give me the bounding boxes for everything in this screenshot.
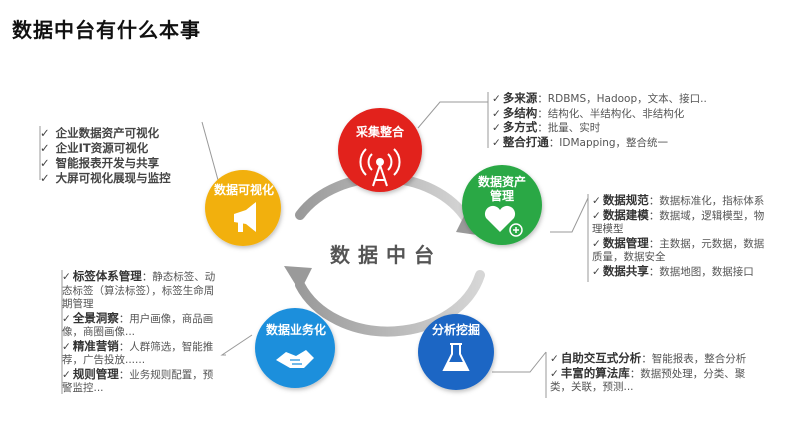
list-item: ✓数据规范：数据标准化，指标体系: [592, 193, 765, 207]
node-asset-label-line2: 管理: [490, 188, 514, 203]
node-visual-label: 数据可视化: [214, 182, 274, 197]
connector-lines: [39, 92, 589, 398]
list-item: ✓自助交互式分析：智能报表，整合分析: [550, 351, 747, 365]
node-asset[interactable]: 数据资产 管理: [462, 165, 542, 245]
node-business-label: 数据业务化: [266, 322, 326, 337]
list-item: ✓标签体系管理：静态标签、动态标签（算法标签），标签生命周期管理: [62, 269, 216, 310]
node-visual[interactable]: 数据可视化: [205, 170, 281, 246]
list-item: ✓数据建模：数据域，逻辑模型，物理模型: [592, 207, 765, 235]
heart-plus-icon: [484, 205, 523, 237]
center-label: 数据中台: [330, 243, 442, 267]
list-item: ✓全景洞察：用户画像，商品画像，商圈画像...: [62, 310, 214, 338]
node-collect-label: 采集整合: [355, 124, 405, 139]
handshake-icon: [276, 350, 314, 368]
list-item: ✓ 智能报表开发与共享: [40, 156, 160, 170]
panel-collect: ✓多来源：RDBMS，Hadoop，文本、接口.. ✓多结构：结构化、半结构化、…: [492, 91, 732, 150]
panel-visual: ✓ 企业数据资产可视化 ✓ 企业IT资源可视化 ✓ 智能报表开发与共享 ✓ 大屏…: [40, 126, 210, 186]
flask-icon: [442, 343, 470, 371]
panel-asset: ✓数据规范：数据标准化，指标体系 ✓数据建模：数据域，逻辑模型，物理模型 ✓数据…: [592, 193, 770, 279]
node-collect[interactable]: 采集整合: [338, 108, 422, 192]
megaphone-icon: [234, 202, 256, 232]
page-title: 数据中台有什么本事: [12, 18, 201, 42]
list-item: ✓ 企业IT资源可视化: [40, 141, 149, 155]
list-item: ✓丰富的算法库：数据预处理，分类、聚类，关联，预测...: [550, 365, 746, 393]
list-item: ✓多方式：批量、实时: [492, 120, 601, 134]
list-item: ✓数据共享：数据地图，数据接口: [592, 263, 754, 278]
node-business[interactable]: 数据业务化: [255, 308, 335, 388]
node-mining-label: 分析挖掘: [432, 322, 480, 337]
panel-business: ✓标签体系管理：静态标签、动态标签（算法标签），标签生命周期管理 ✓全景洞察：用…: [62, 269, 218, 396]
list-item: ✓多结构：结构化、半结构化、非结构化: [492, 105, 685, 120]
list-item: ✓ 大屏可视化展现与监控: [40, 171, 171, 185]
signal-tower-icon: [359, 148, 401, 187]
list-item: ✓整合打通：IDMapping，整合统一: [492, 134, 669, 149]
panel-mining: ✓自助交互式分析：智能报表，整合分析 ✓丰富的算法库：数据预处理，分类、聚类，关…: [550, 351, 750, 395]
list-item: ✓多来源：RDBMS，Hadoop，文本、接口..: [492, 91, 707, 105]
node-mining[interactable]: 分析挖掘: [418, 314, 494, 390]
list-item: ✓精准营销：人群筛选，智能推荐，广告投放......: [62, 338, 214, 366]
list-item: ✓数据管理：主数据，元数据，数据质量，数据安全: [592, 235, 765, 263]
node-asset-label-line1: 数据资产: [478, 174, 526, 189]
list-item: ✓ 企业数据资产可视化: [40, 126, 160, 140]
list-item: ✓规则管理：业务规则配置，预警监控...: [62, 366, 214, 394]
